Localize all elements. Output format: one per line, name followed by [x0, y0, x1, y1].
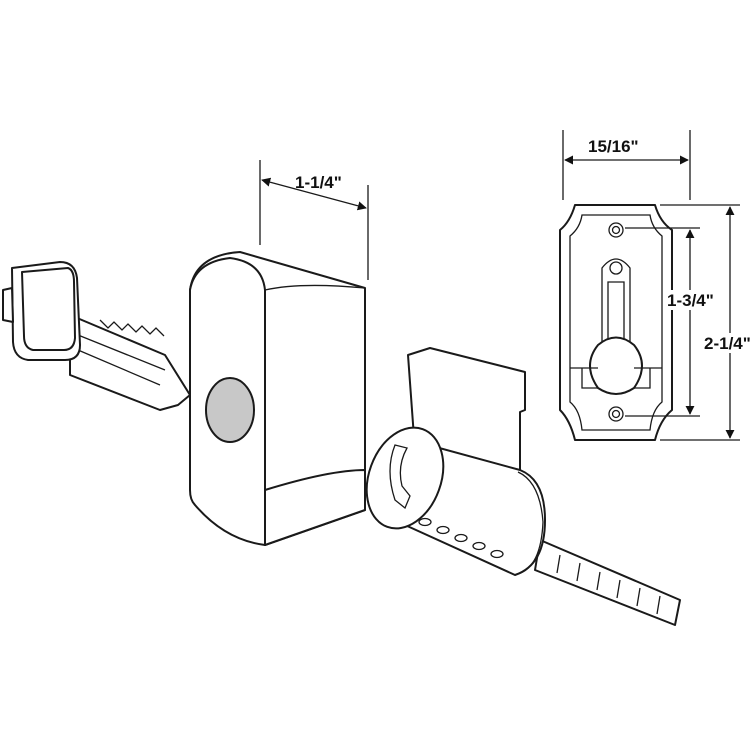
dimension-hole-spacing: 1-3/4"	[667, 291, 714, 310]
key-illustration	[2, 261, 191, 411]
pin-holes	[418, 517, 504, 559]
keyway-hole	[205, 377, 255, 443]
dimension-plate-height: 2-1/4"	[704, 334, 751, 353]
lock-cylinder-illustration	[365, 347, 681, 626]
lock-body-illustration	[189, 251, 366, 546]
dimension-lines	[259, 130, 740, 441]
mounting-plate-illustration	[559, 204, 673, 441]
dimension-body-depth: 1-1/4"	[295, 173, 342, 192]
dimension-plate-width: 15/16"	[588, 137, 639, 156]
